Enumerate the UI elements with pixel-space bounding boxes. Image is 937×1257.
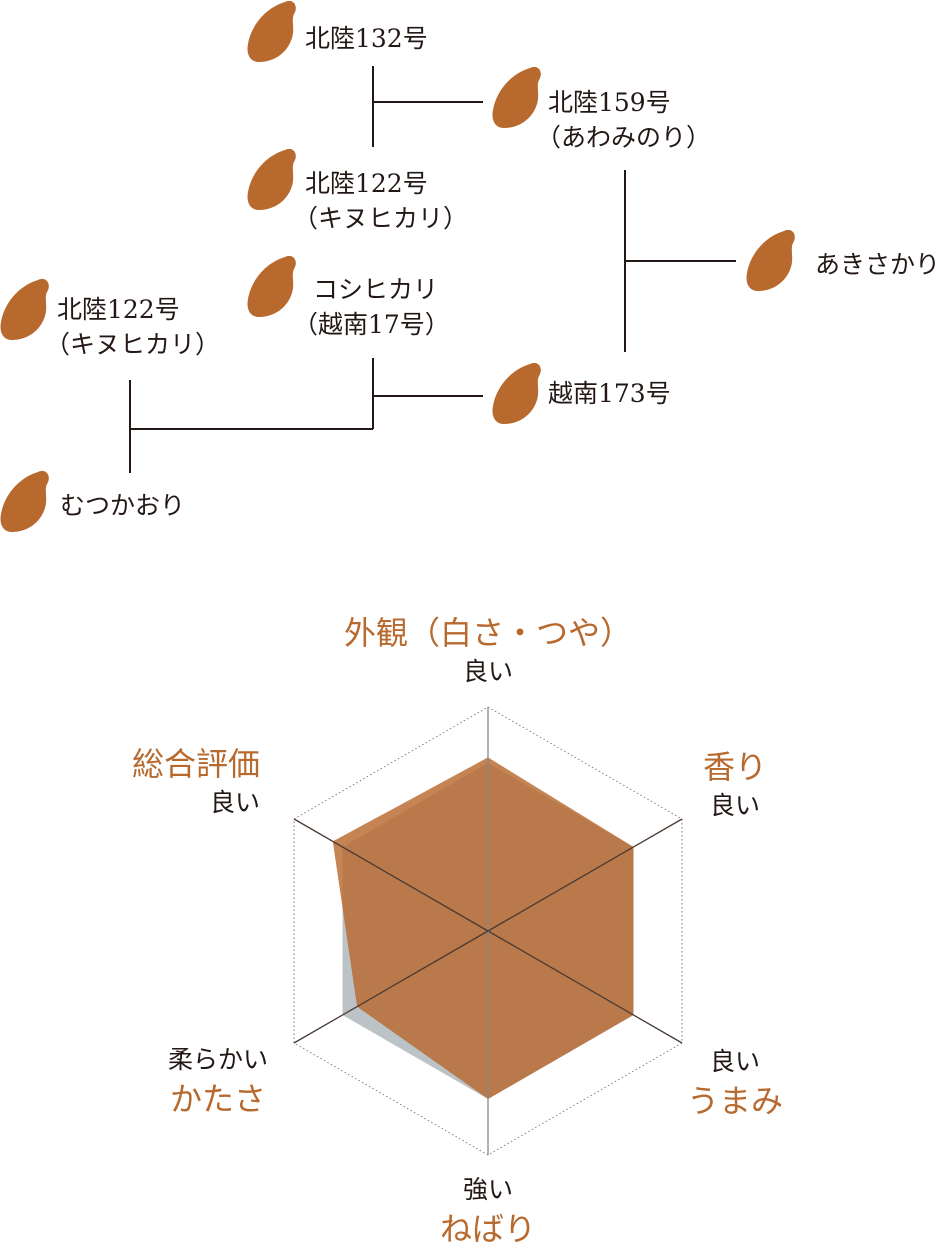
variety-label: 北陸132号 bbox=[305, 24, 428, 53]
axis-line bbox=[487, 930, 683, 1044]
axis-line bbox=[487, 818, 683, 932]
axis-label-stickiness: 強いねばり bbox=[439, 1175, 537, 1248]
variety-label: むつかおり bbox=[60, 491, 186, 520]
variety-label: コシヒカリ（越南17号） bbox=[293, 275, 450, 339]
variety-label: 北陸122号（キヌヒカリ） bbox=[45, 295, 221, 359]
axis-label-overall: 総合評価良い bbox=[131, 745, 261, 817]
axis-label-aroma: 香り良い bbox=[702, 748, 768, 820]
axis-label-umami: 良いうまみ bbox=[686, 1047, 784, 1120]
axis-label-hardness: 柔らかいかたさ bbox=[167, 1045, 269, 1118]
variety-label: 北陸122号（キヌヒカリ） bbox=[293, 169, 469, 233]
axis-line bbox=[293, 818, 489, 932]
axis-line bbox=[293, 930, 489, 1044]
variety-label: 越南173号 bbox=[548, 379, 671, 408]
axis-label-appearance: 外観（白さ・つや）良い bbox=[343, 614, 633, 686]
variety-label: 北陸159号（あわみのり） bbox=[536, 88, 712, 152]
variety-label: あきさかり bbox=[815, 250, 937, 279]
